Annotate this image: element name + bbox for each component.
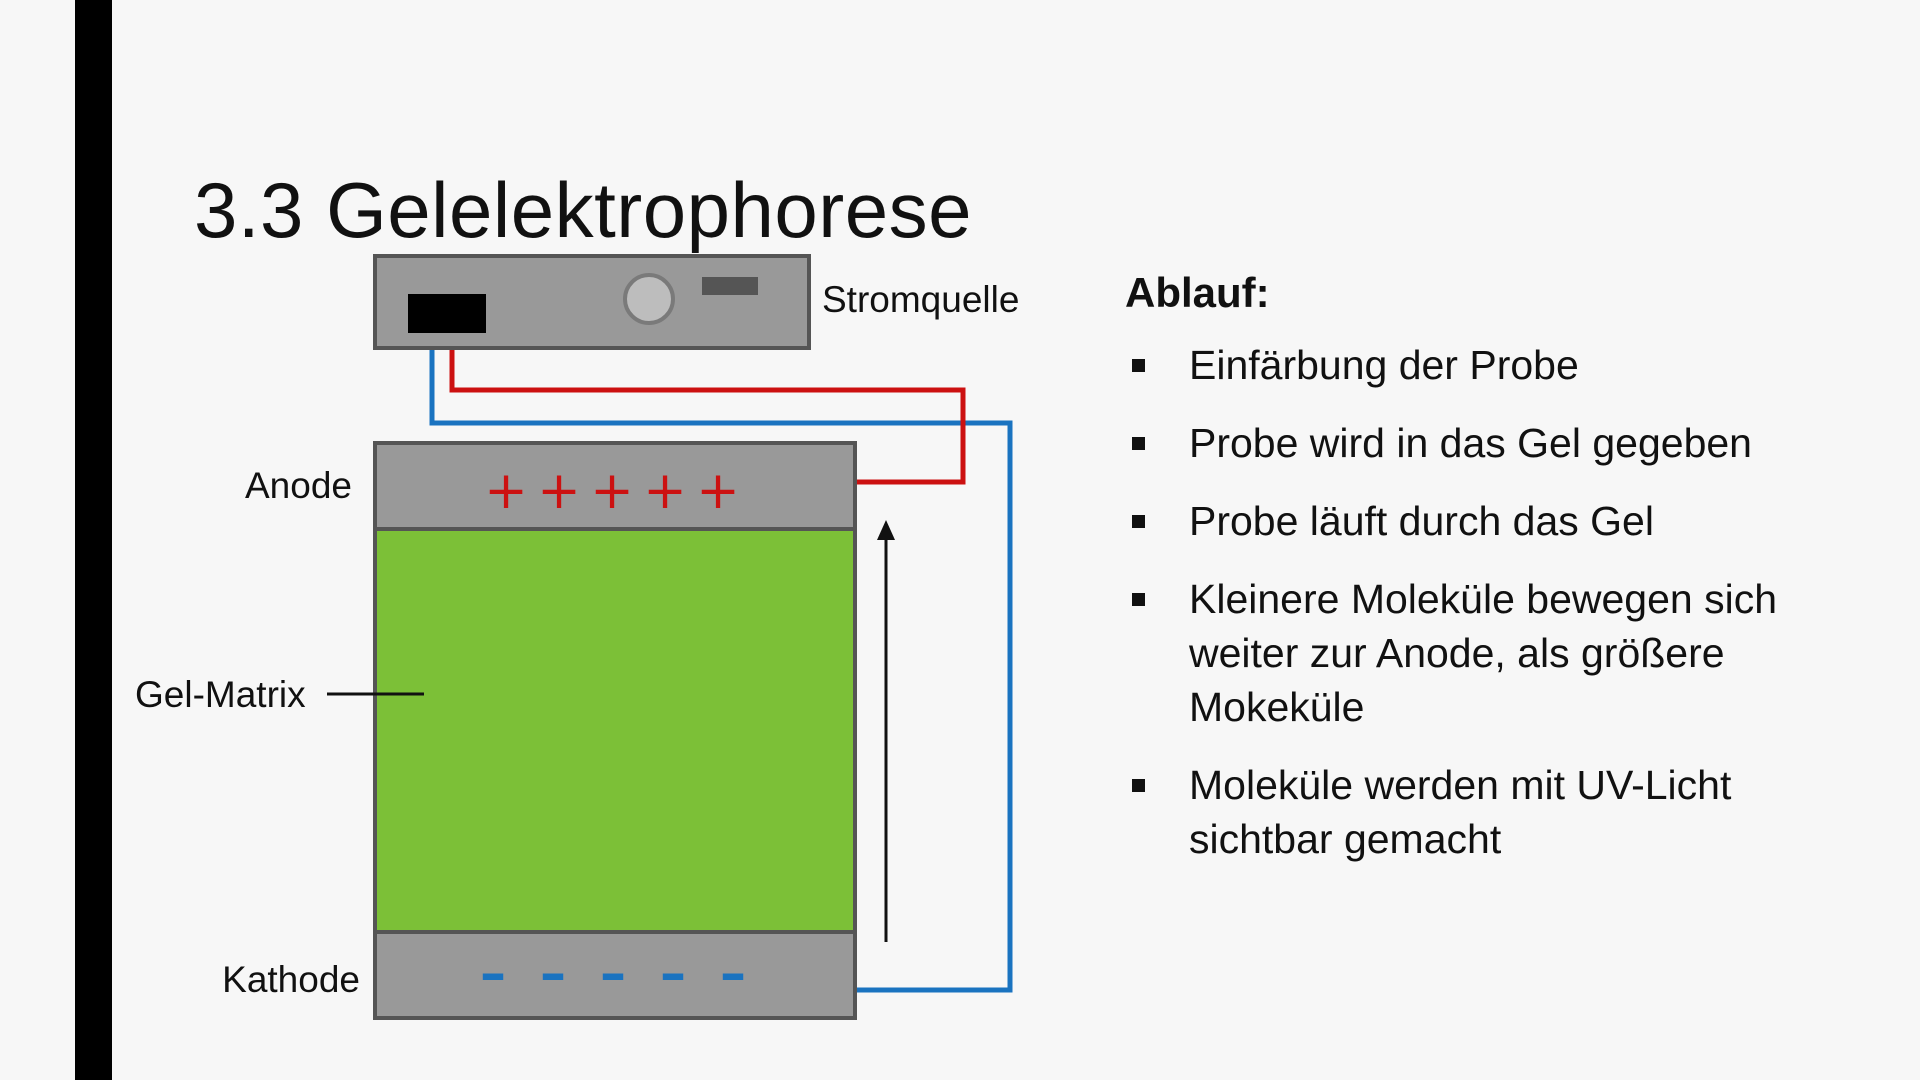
anode-plus-signs: +++++ bbox=[484, 461, 740, 521]
plus-sign: + bbox=[484, 461, 528, 521]
procedure-step: Kleinere Moleküle bewegen sich weiter zu… bbox=[1125, 572, 1885, 734]
procedure-step: Probe läuft durch das Gel bbox=[1125, 494, 1885, 548]
square-bullet-icon bbox=[1132, 437, 1145, 450]
plus-sign: + bbox=[696, 461, 740, 521]
power-source-knob bbox=[623, 273, 675, 325]
plus-sign: + bbox=[590, 461, 634, 521]
power-source-switch bbox=[702, 277, 758, 295]
procedure-step-text: Einfärbung der Probe bbox=[1189, 342, 1579, 388]
plus-sign: + bbox=[643, 461, 687, 521]
minus-sign: – bbox=[540, 944, 566, 1004]
anode-label: Anode bbox=[245, 465, 352, 506]
power-source-label: Stromquelle bbox=[822, 279, 1019, 320]
procedure-step-text: Moleküle werden mit UV-Licht sichtbar ge… bbox=[1189, 762, 1732, 862]
slide-title: 3.3 Gelelektrophorese bbox=[194, 166, 972, 255]
procedure-heading: Ablauf: bbox=[1125, 269, 1270, 316]
procedure-step: Moleküle werden mit UV-Licht sichtbar ge… bbox=[1125, 758, 1885, 866]
procedure-step: Probe wird in das Gel gegeben bbox=[1125, 416, 1885, 470]
procedure-step: Einfärbung der Probe bbox=[1125, 338, 1885, 392]
migration-arrow-head bbox=[877, 520, 895, 540]
gel-matrix-label: Gel-Matrix bbox=[135, 674, 306, 715]
gel-matrix bbox=[373, 527, 857, 934]
cathode-minus-signs: ––––– bbox=[480, 944, 746, 1004]
minus-sign: – bbox=[480, 944, 506, 1004]
plus-sign: + bbox=[537, 461, 581, 521]
procedure-step-text: Probe wird in das Gel gegeben bbox=[1189, 420, 1752, 466]
power-source bbox=[373, 254, 811, 350]
cathode-electrode bbox=[373, 930, 857, 1020]
minus-sign: – bbox=[600, 944, 626, 1004]
square-bullet-icon bbox=[1132, 515, 1145, 528]
square-bullet-icon bbox=[1132, 593, 1145, 606]
left-accent-bar bbox=[75, 0, 112, 1080]
procedure-panel: Ablauf: Einfärbung der Probe Probe wird … bbox=[1125, 262, 1885, 890]
procedure-step-text: Kleinere Moleküle bewegen sich weiter zu… bbox=[1189, 576, 1778, 730]
procedure-step-text: Probe läuft durch das Gel bbox=[1189, 498, 1654, 544]
minus-sign: – bbox=[660, 944, 686, 1004]
procedure-steps: Einfärbung der Probe Probe wird in das G… bbox=[1125, 338, 1885, 866]
cathode-label: Kathode bbox=[222, 959, 360, 1000]
red-wire bbox=[449, 330, 966, 485]
blue-wire bbox=[429, 330, 1013, 993]
square-bullet-icon bbox=[1132, 779, 1145, 792]
power-source-display bbox=[408, 294, 486, 333]
square-bullet-icon bbox=[1132, 359, 1145, 372]
minus-sign: – bbox=[720, 944, 746, 1004]
